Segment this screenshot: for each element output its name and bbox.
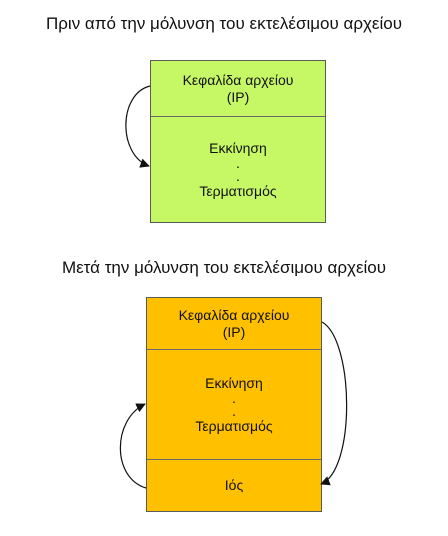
ellipsis-dot-2: . (232, 402, 236, 419)
file-header-label: Κεφαλίδα αρχείου (178, 306, 290, 323)
file-header-label: Κεφαλίδα αρχείου (182, 71, 294, 88)
entry-point-arrow (125, 85, 151, 168)
virus-label: Ιός (224, 477, 244, 493)
title-after-infection: Μετά την μόλυνση του εκτελέσιμου αρχείου (61, 258, 387, 277)
file-header-block: Κεφαλίδα αρχείου (IP) (147, 298, 321, 349)
executable-before-infection: Κεφαλίδα αρχείου (IP) Εκκίνηση . . Τερμα… (150, 60, 326, 223)
virus-block: Ιός (147, 459, 321, 511)
file-header-block: Κεφαλίδα αρχείου (IP) (151, 61, 325, 116)
start-label: Εκκίνηση (205, 374, 263, 391)
ellipsis-dot-1: . (232, 389, 236, 406)
header-to-virus-arrow (320, 321, 348, 486)
file-header-ip-label: (IP) (222, 323, 246, 340)
file-header-ip-label: (IP) (226, 88, 250, 105)
ellipsis-dot-1: . (236, 154, 240, 171)
ellipsis-dot-2: . (236, 167, 240, 184)
virus-to-start-arrow (119, 403, 147, 489)
program-body-block: Εκκίνηση . . Τερματισμός (147, 349, 321, 459)
title-before-infection: Πριν από την μόλυνση του εκτελέσιμου αρχ… (45, 14, 403, 33)
start-label: Εκκίνηση (209, 139, 267, 156)
end-label: Τερματισμός (199, 182, 277, 199)
end-label: Τερματισμός (195, 417, 273, 434)
program-body-block: Εκκίνηση . . Τερματισμός (151, 116, 325, 222)
executable-after-infection: Κεφαλίδα αρχείου (IP) Εκκίνηση . . Τερμα… (146, 297, 322, 512)
